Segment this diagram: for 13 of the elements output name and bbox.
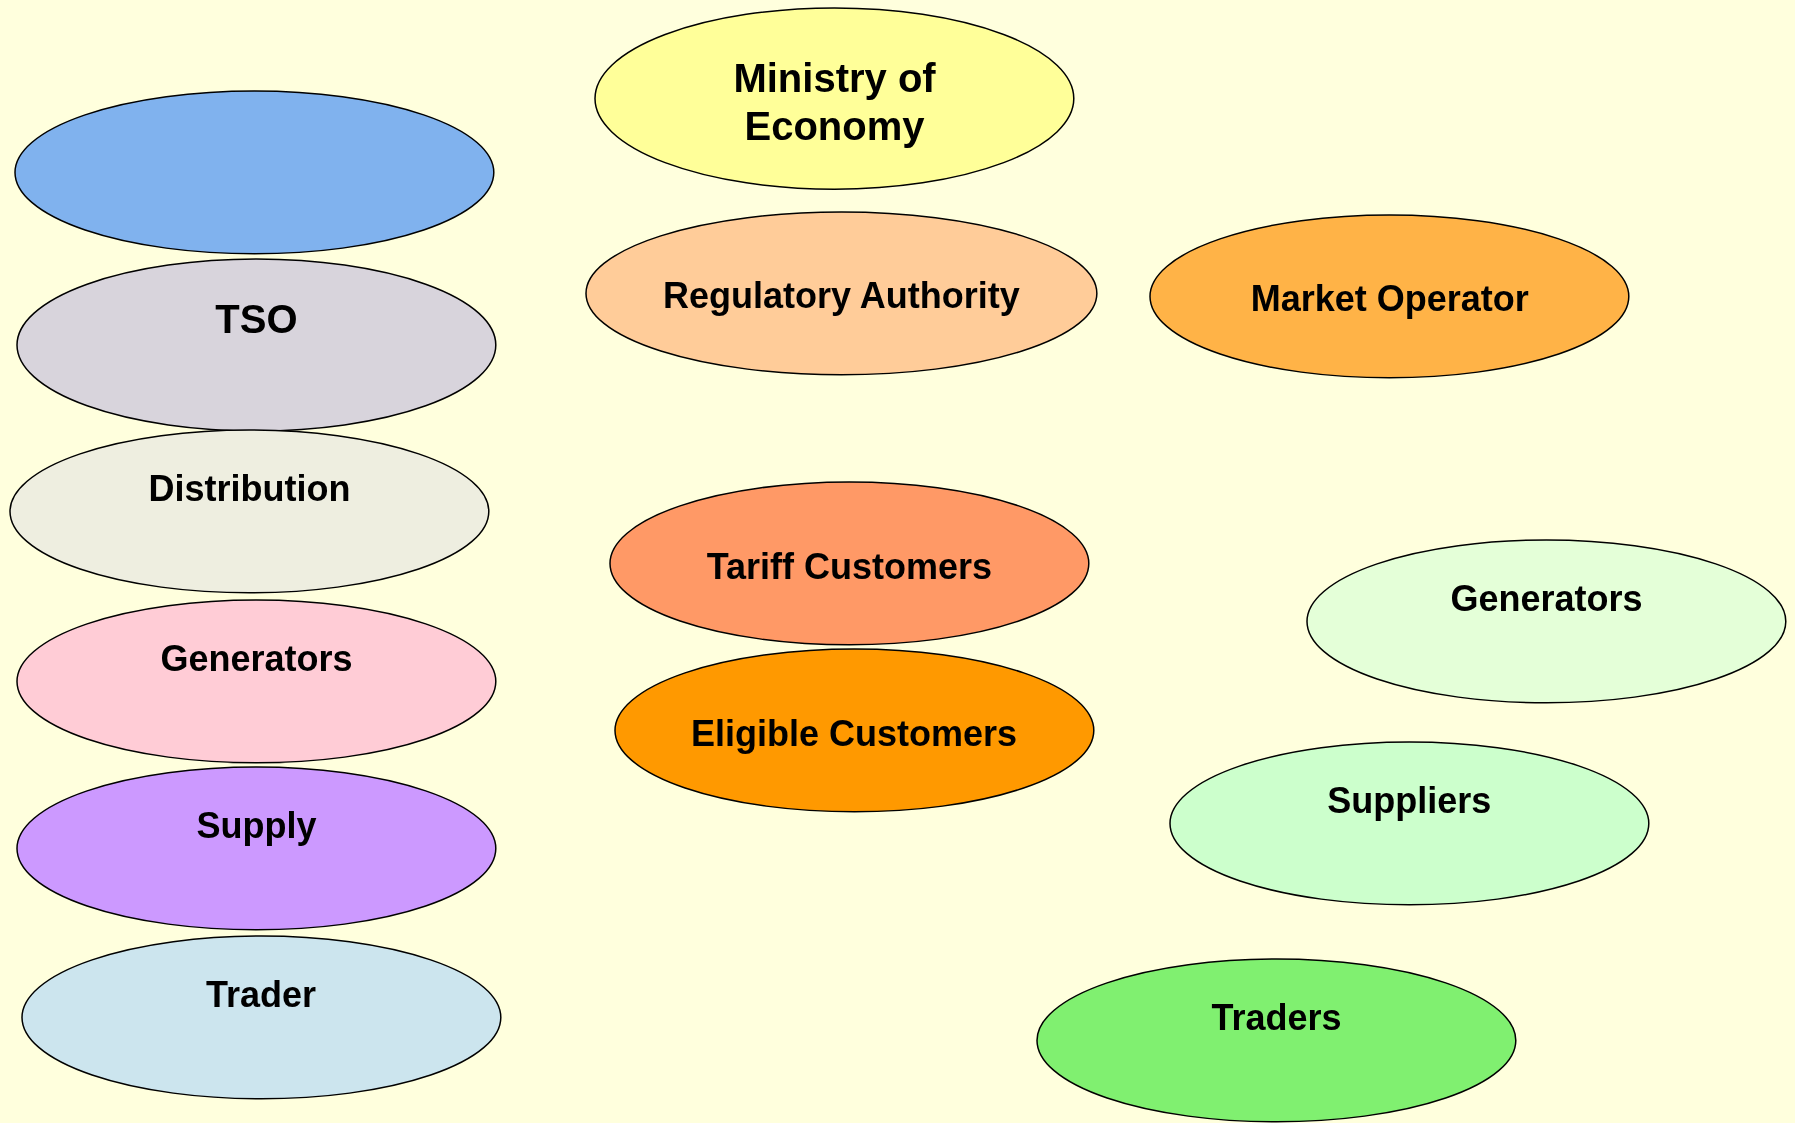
node-label: Traders bbox=[1210, 996, 1343, 1040]
node-label: Distribution bbox=[147, 467, 352, 511]
node-label: Suppliers bbox=[1326, 778, 1493, 822]
node-label: Ministry of Economy bbox=[732, 54, 937, 150]
node-label: Regulatory Authority bbox=[662, 273, 1021, 317]
node-label: Tariff Customers bbox=[705, 545, 994, 589]
node-label: Supply bbox=[195, 803, 318, 848]
node-label: Generators bbox=[159, 636, 354, 680]
node-label: Trader bbox=[204, 973, 317, 1017]
node-label: Market Operator bbox=[1249, 277, 1530, 321]
node-label: Generators bbox=[1449, 577, 1644, 621]
node-label: Eligible Customers bbox=[689, 712, 1019, 756]
node-label: TSO bbox=[214, 296, 299, 344]
